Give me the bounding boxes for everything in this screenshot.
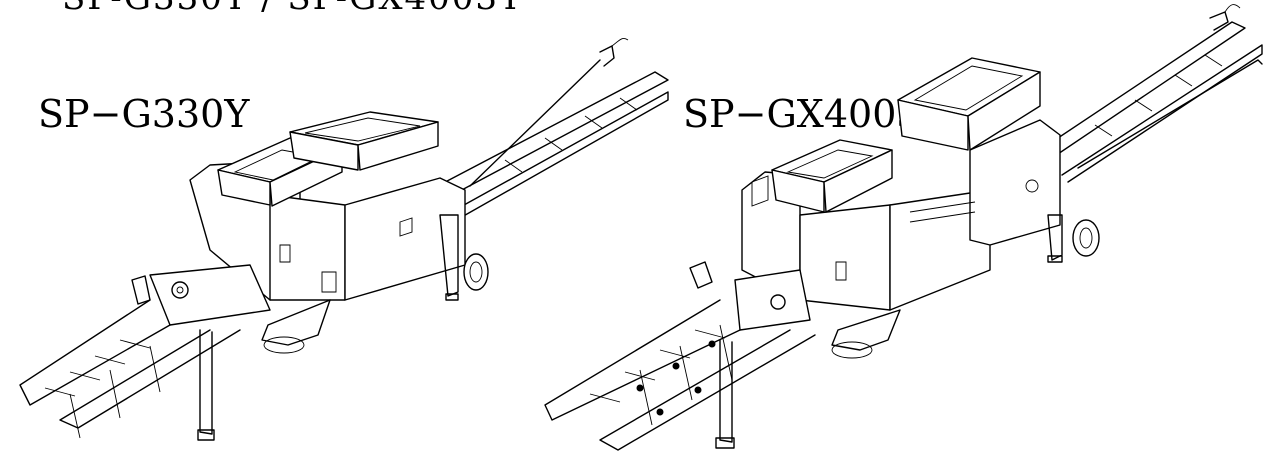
hoppers-right: [771, 57, 1041, 213]
model-label-left: SP−G330Y: [38, 92, 250, 136]
front-conveyor-left: [19, 264, 271, 441]
header-text: SP-G330Y / SP-GX4003Y: [62, 0, 524, 18]
rear-conveyor-right: [1039, 4, 1263, 183]
hoppers-left: [217, 111, 439, 207]
machine-right-drawing: [544, 4, 1263, 451]
frame-legs-right: [831, 214, 1100, 359]
main-body-right: [741, 119, 1061, 311]
front-conveyor-right: [544, 261, 816, 451]
rear-conveyor-left: [429, 37, 669, 219]
machine-left-drawing: [19, 37, 669, 441]
frame-legs-left: [261, 214, 489, 354]
